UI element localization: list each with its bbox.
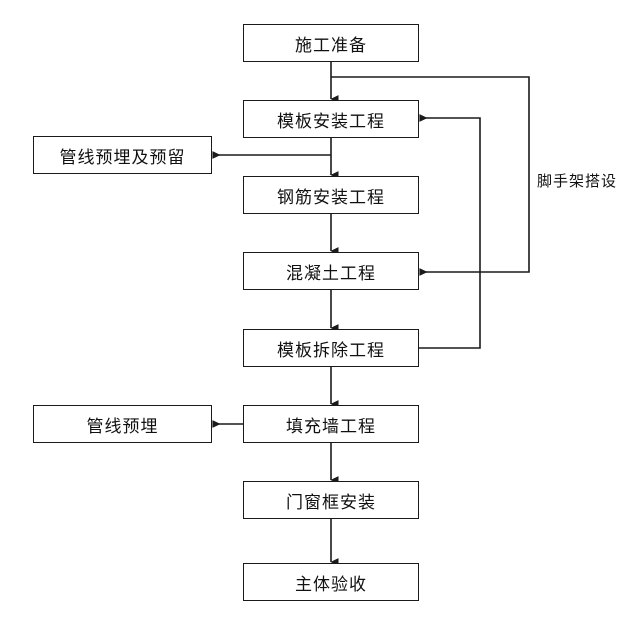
- node-door-window-frame-installation[interactable]: 门窗框安装: [243, 481, 419, 519]
- annotation-scaffold-erection: 脚手架搭设: [537, 170, 617, 191]
- node-label: 填充墙工程: [286, 416, 376, 436]
- node-label: 施工准备: [295, 35, 367, 55]
- node-label: 管线预埋及预留: [59, 147, 186, 167]
- node-label: 混凝土工程: [286, 263, 376, 283]
- node-label: 模板拆除工程: [277, 340, 385, 360]
- node-rebar-installation[interactable]: 钢筋安装工程: [243, 176, 419, 214]
- node-label: 门窗框安装: [286, 492, 376, 512]
- annotation-label: 脚手架搭设: [537, 174, 618, 190]
- edge-formwork-recycle-inner: [419, 114, 481, 349]
- node-pipe-embedding-and-reservation[interactable]: 管线预埋及预留: [33, 136, 212, 174]
- node-formwork-removal[interactable]: 模板拆除工程: [243, 329, 419, 367]
- node-label: 主体验收: [295, 574, 367, 594]
- node-label: 管线预埋: [86, 416, 159, 436]
- node-structure-acceptance[interactable]: 主体验收: [243, 563, 419, 601]
- node-concrete-works[interactable]: 混凝土工程: [243, 252, 419, 290]
- node-construction-preparation[interactable]: 施工准备: [243, 24, 419, 62]
- node-infill-wall-works[interactable]: 填充墙工程: [243, 405, 419, 443]
- node-label: 模板安装工程: [277, 111, 385, 131]
- node-formwork-installation[interactable]: 模板安装工程: [243, 100, 419, 138]
- edge-scaffold-outer: [331, 76, 530, 276]
- node-label: 钢筋安装工程: [277, 187, 385, 207]
- node-pipe-embedding[interactable]: 管线预埋: [33, 405, 212, 443]
